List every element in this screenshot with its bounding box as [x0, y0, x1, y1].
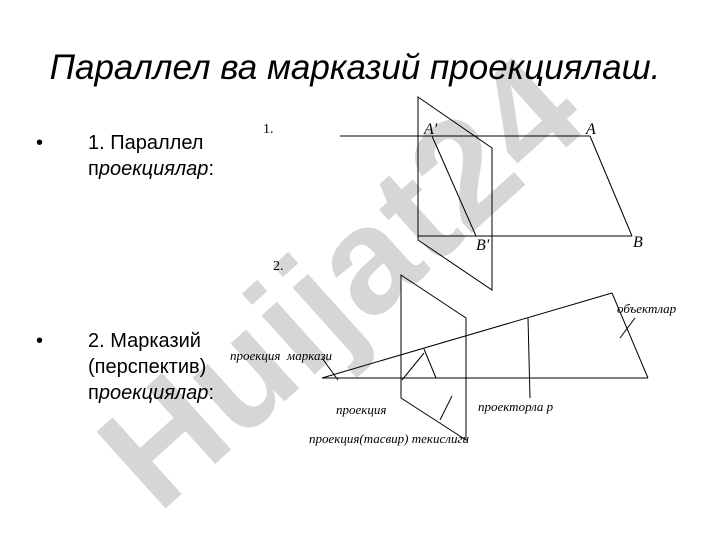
label-projection: проекция: [336, 402, 386, 417]
bullet-marker: •: [36, 132, 44, 154]
label-projection-center: проекция маркази: [230, 348, 333, 363]
label-objects: объектлар: [617, 301, 677, 316]
label-number-1: 1.: [263, 122, 274, 137]
leader-objects: [619, 317, 636, 339]
bullet-text: 1. Параллел проекциялар:: [88, 130, 268, 182]
bullet-line: (перспектив): [88, 356, 207, 378]
projection-edge: [423, 348, 437, 379]
label-b: B: [633, 234, 643, 251]
leader-projection: [401, 352, 425, 381]
label-number-2: 2.: [273, 259, 284, 274]
ray-projector-top: [321, 292, 613, 379]
bullet-line: проекциялар:: [88, 382, 214, 404]
bullet-line: проекциялар:: [88, 158, 214, 180]
bullet-line: 1. Параллел: [88, 132, 204, 154]
leader-projectors: [527, 317, 531, 399]
object-edge: [611, 292, 649, 379]
bullet-marker: •: [36, 330, 44, 352]
label-projection-plane: проекция(тасвир) текислиги: [309, 431, 470, 446]
label-a-prime: A': [423, 121, 438, 138]
label-a: A: [585, 121, 596, 138]
leader-projection-center: [321, 357, 339, 381]
bullet-text: 2. Марказий (перспектив) проекциялар:: [88, 328, 268, 406]
segment-a-b: [589, 135, 633, 237]
label-b-prime: B': [476, 237, 490, 254]
leader-projection-plane: [439, 395, 453, 421]
bullet-line: 2. Марказий: [88, 330, 201, 352]
plane-2: [400, 274, 467, 441]
page-title: Параллел ва марказий проекциялаш.: [49, 48, 661, 87]
label-projectors: проекторла р: [478, 399, 554, 414]
plane-1: [417, 96, 493, 291]
segment-a-prime-b-prime: [431, 135, 477, 237]
